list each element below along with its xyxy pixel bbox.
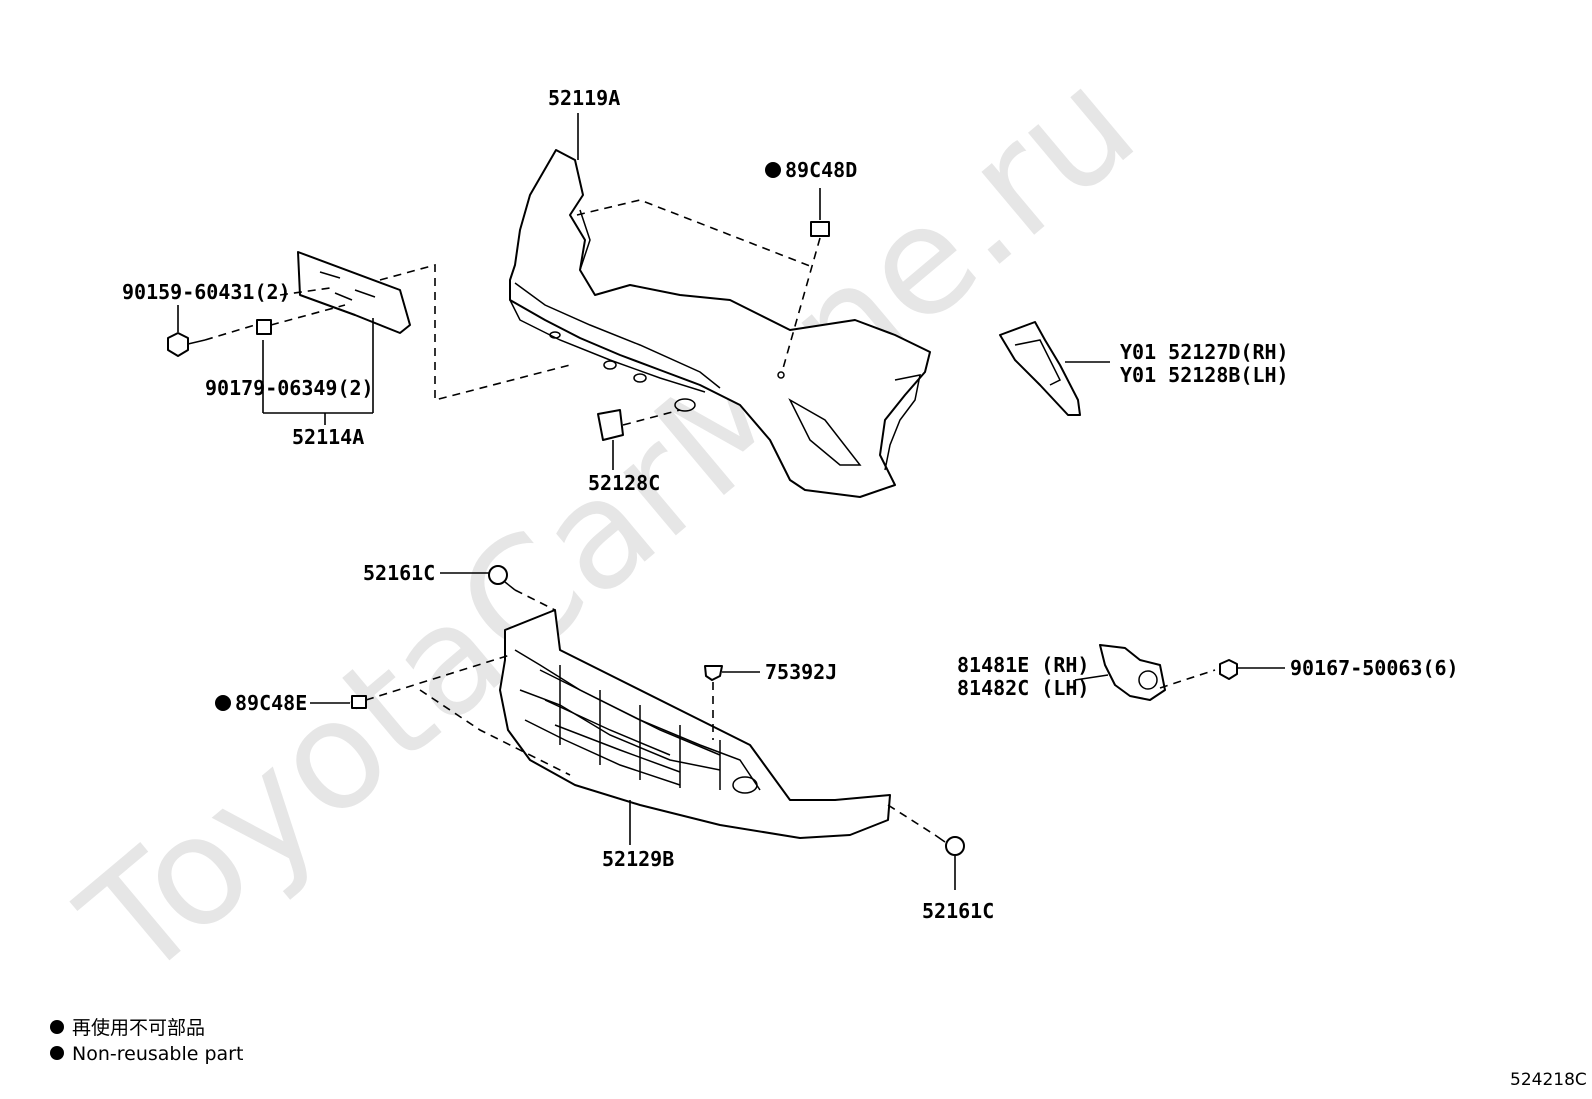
label-bracket-rh: 81481E (RH) <box>957 653 1089 677</box>
label-52119a: 52119A <box>548 86 620 110</box>
label-52161c-bottom: 52161C <box>922 899 994 923</box>
label-89c48d: 89C48D <box>785 158 857 182</box>
label-90179-06349: 90179-06349(2) <box>205 376 374 400</box>
license-bracket-part[interactable] <box>297 251 411 334</box>
label-89c48e: 89C48E <box>235 691 307 715</box>
fog-bracket-part[interactable] <box>1099 644 1166 701</box>
label-side-lh: Y01 52128B(LH) <box>1120 363 1289 387</box>
label-75392j: 75392J <box>765 660 837 684</box>
label-90159-60431: 90159-60431(2) <box>122 280 291 304</box>
label-side-rh: Y01 52127D(RH) <box>1120 340 1289 364</box>
cap-52128c-part[interactable] <box>597 409 624 441</box>
nut-90179-part[interactable] <box>256 319 272 335</box>
bolt-90159-part[interactable] <box>167 332 206 357</box>
figure-code: 524218C <box>1510 1070 1587 1090</box>
legend-jp: 再使用不可部品 <box>72 1017 205 1039</box>
clip-89c48d-part[interactable] <box>810 221 830 237</box>
bumper-cover-part[interactable] <box>509 149 931 498</box>
side-trim-part[interactable] <box>999 321 1081 416</box>
clip-52161c-top-part[interactable] <box>488 565 516 591</box>
label-52114a: 52114A <box>292 425 364 449</box>
label-90167-50063: 90167-50063(6) <box>1290 656 1459 680</box>
non-reusable-marker-icon <box>215 695 231 711</box>
non-reusable-marker-icon <box>765 162 781 178</box>
lower-grille-part[interactable] <box>499 609 891 839</box>
legend-en: Non-reusable part <box>72 1043 243 1065</box>
legend-bullet-icon <box>50 1020 64 1034</box>
label-52129b: 52129B <box>602 847 674 871</box>
clip-52161c-bottom-part[interactable] <box>934 834 965 856</box>
label-bracket-lh: 81482C (LH) <box>957 676 1089 700</box>
clip-75392j-part[interactable] <box>704 665 723 681</box>
legend-bullet-icon <box>50 1046 64 1060</box>
clip-89c48e-part[interactable] <box>351 695 367 709</box>
screw-90167-part[interactable] <box>1219 659 1238 680</box>
label-52161c-top: 52161C <box>363 561 435 585</box>
label-52128c: 52128C <box>588 471 660 495</box>
